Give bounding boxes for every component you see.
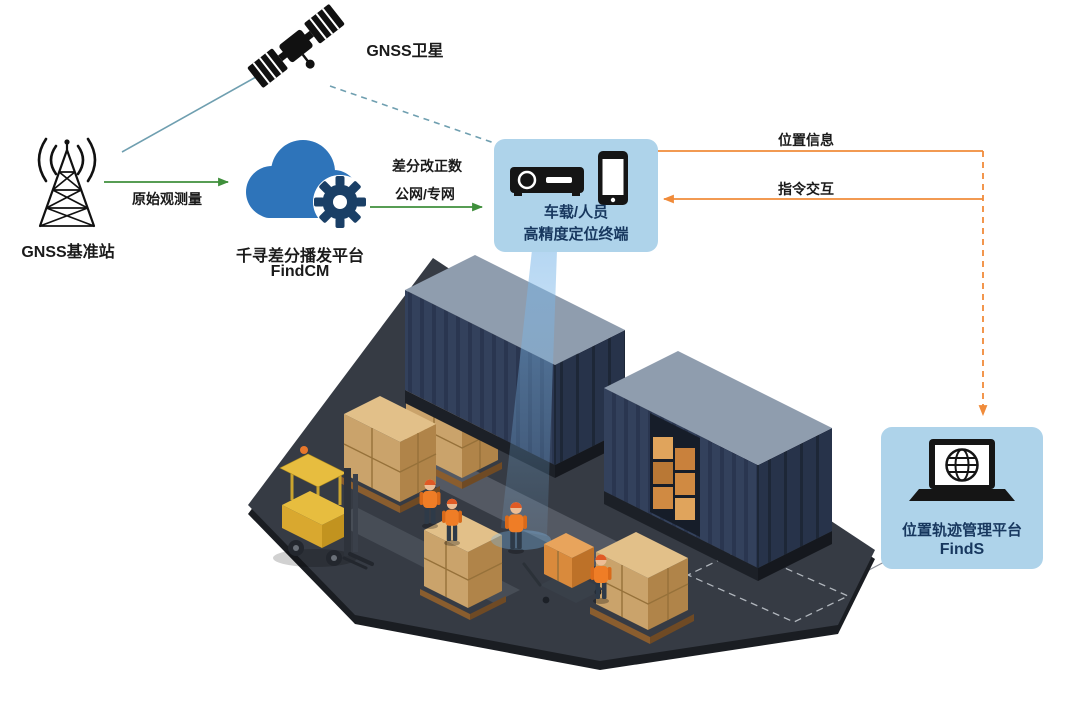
shipping-container-right [604,351,832,581]
gear-icon [313,175,367,229]
workers [419,479,612,604]
forklift-mast [344,468,351,556]
base-station-label: GNSS基准站 [21,244,115,261]
cloud-platform-product-label: FindCM [270,263,330,280]
forklift-beacon [300,446,308,454]
cloud-platform-name-label: 千寻差分播发平台 [235,248,364,265]
terminal-label-line1: 车载/人员 [543,204,609,221]
pallet-jack [522,533,604,604]
diff-correction-label-line2: 公网/专网 [395,186,455,202]
cargo-boxes-inside [653,437,695,520]
diff-correction-label-line1: 差分改正数 [392,158,462,174]
satellite-to-base-link-line [121,71,266,153]
satellite-icon [247,4,345,88]
zone-marking [686,548,850,623]
laptop-globe-icon [909,439,1015,501]
satellite-label: GNSS卫星 [366,43,444,60]
terminal-panel: 车载/人员 高精度定位终端 [494,139,658,252]
terminal-label-line2: 高精度定位终端 [523,226,629,243]
cloud-icon [246,140,367,229]
satellite-to-terminal-link-line [329,85,501,146]
command-interaction-label: 指令交互 [778,181,834,197]
position-info-label: 位置信息 [778,132,834,148]
terminal-icons [510,151,628,205]
raw-observation-label: 原始观测量 [132,191,202,207]
management-platform-name-label: 位置轨迹管理平台 [901,522,1022,539]
management-platform-product-label: FindS [939,541,985,558]
smartphone-icon [598,151,628,205]
warehouse-scene [248,250,875,670]
base-station-tower-icon [37,137,97,228]
signal-waves-icon [37,137,97,183]
pallet-stack [590,532,694,644]
receiver-device-icon [510,167,584,196]
forklift-illustration [273,446,374,570]
management-platform-panel: 位置轨迹管理平台 FindS [881,427,1043,569]
